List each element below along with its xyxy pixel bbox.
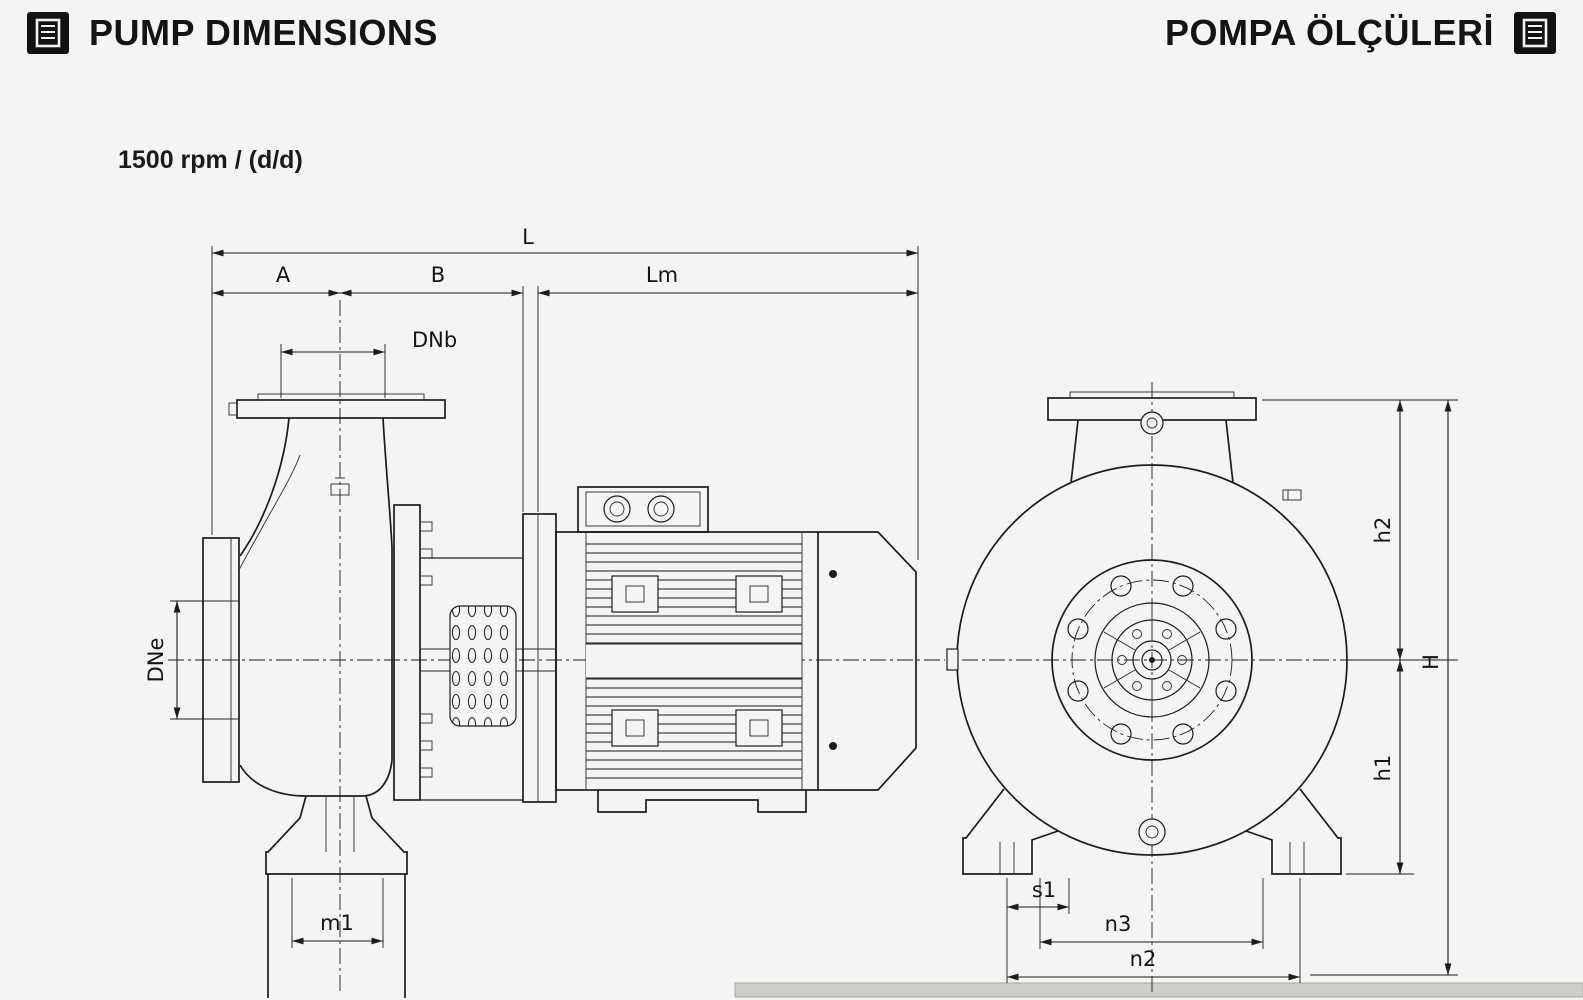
dim-Lm: Lm [537,263,918,512]
dim-L: L [211,225,919,560]
motor-mounting-pad [611,575,659,613]
dim-s1: s1 [1006,878,1070,983]
page-title-en: PUMP DIMENSIONS [89,12,438,53]
dim-label-s1: s1 [1032,878,1056,902]
header-left: PUMP DIMENSIONS [27,12,438,54]
dim-m1: m1 [291,878,384,948]
suction-flange [202,537,240,783]
front-feet [962,788,1342,875]
dim-h1: h1 [1346,660,1414,875]
document-icon [1514,12,1556,54]
motor-mounting-pad [735,575,783,613]
dim-label-n2: n2 [1130,947,1157,971]
dim-n2: n2 [1007,878,1301,983]
dim-label-Lm: Lm [646,263,678,287]
dim-B: B [340,263,524,512]
page-title-tr: POMPA ÖLÇÜLERİ [1165,12,1494,53]
dim-H: H [1310,400,1458,976]
impeller-spokes [1103,605,1201,715]
dim-label-L: L [522,225,534,249]
dim-label-A: A [276,263,291,287]
motor-mounting-pad [735,709,783,747]
pump-pedestal [265,795,408,998]
dim-label-h1: h1 [1371,755,1395,782]
front-casing [946,419,1348,856]
header-right: POMPA ÖLÇÜLERİ [1165,12,1556,54]
dim-label-DNb: DNb [412,328,457,352]
dim-label-m1: m1 [320,911,354,935]
pump-casing [238,454,393,797]
dim-label-B: B [431,263,445,287]
motor-body [555,531,819,791]
document-icon [27,12,69,54]
motor-rear [818,531,917,791]
dim-label-DNe: DNe [144,638,168,683]
bearing-flange-circles [1051,559,1253,761]
page-header: PUMP DIMENSIONS POMPA ÖLÇÜLERİ [0,0,1583,70]
dim-h2: h2 [1262,399,1458,661]
motor-mounting-pad [611,709,659,747]
dim-label-n3: n3 [1105,912,1132,936]
coupling-guard [420,557,556,801]
adapter-flange [393,504,433,801]
base-bar [734,982,1583,998]
dim-label-h2: h2 [1371,517,1395,544]
dim-DNb: DNb [280,328,457,398]
drain-plug [1138,818,1166,846]
motor-flange [522,513,557,803]
terminal-box [577,486,709,533]
dim-n3: n3 [1039,878,1264,949]
rpm-subtitle: 1500 rpm / (d/d) [118,146,303,174]
front-flange [1047,391,1257,435]
side-view: L A B Lm DNb DNe [144,225,919,998]
dim-A: A [212,263,340,297]
motor-feet [597,790,807,813]
dim-DNe: DNe [144,600,207,720]
dim-label-H: H [1419,654,1443,670]
discharge-flange [228,393,446,557]
front-view: h2 h1 H s1 n3 [946,391,1458,983]
bolt-holes [1067,575,1237,745]
